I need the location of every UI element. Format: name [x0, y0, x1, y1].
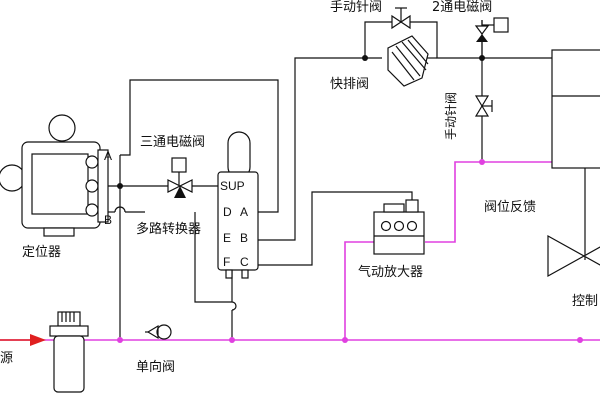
converter-port-pb: B	[240, 231, 248, 245]
check-valve-icon	[145, 324, 172, 340]
three-way-solenoid-icon	[167, 157, 193, 198]
converter-port-f: F	[223, 255, 230, 269]
three-way-solenoid-label: 三通电磁阀	[140, 135, 205, 150]
multi-converter-label: 多路转换器	[136, 221, 201, 237]
quick-exhaust-label: 快排阀	[330, 77, 369, 92]
valve-feedback-label: 阀位反馈	[484, 200, 536, 215]
converter-port-sup: SUP	[220, 179, 245, 193]
actuator	[547, 49, 600, 278]
positioner-label: 定位器	[22, 245, 61, 260]
converter-port-e: E	[223, 231, 231, 245]
needle-valve-top-icon	[391, 7, 411, 30]
converter-port-pa: A	[240, 205, 248, 219]
flow-arrow-icon	[30, 334, 46, 346]
supply-signal-lines	[0, 161, 600, 341]
positioner-port-b: B	[104, 213, 112, 227]
needle-valve-top-label: 手动针阀	[330, 0, 382, 15]
needle-valve-side-label: 手动针阀	[443, 92, 458, 140]
pneumatic-amplifier-label: 气动放大器	[358, 264, 423, 280]
pneumatic-amplifier	[373, 199, 425, 255]
two-way-solenoid-label: 2通电磁阀	[432, 0, 492, 15]
source-label: 源	[0, 351, 13, 366]
quick-exhaust-valve-icon	[387, 35, 429, 87]
multi-converter	[217, 131, 259, 279]
signal-junction-dots	[117, 159, 583, 343]
two-way-solenoid-icon	[474, 17, 509, 58]
needle-valve-side-icon	[474, 95, 493, 117]
actuator-label: 控制	[572, 294, 598, 309]
filter-regulator	[49, 311, 89, 393]
converter-port-d: D	[223, 205, 232, 219]
positioner-port-a: A	[104, 149, 112, 163]
converter-port-pc: C	[240, 255, 249, 269]
check-valve-label: 单向阀	[136, 359, 175, 375]
positioner	[0, 114, 109, 237]
